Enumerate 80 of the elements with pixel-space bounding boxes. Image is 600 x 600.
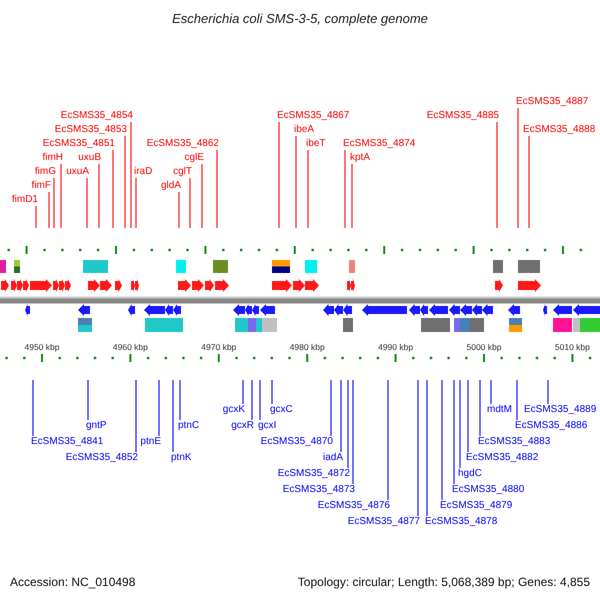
leader-line — [352, 380, 354, 484]
leader-line — [344, 150, 346, 228]
footer-text: Accession: NC_010498 — [10, 575, 136, 589]
scale-label: 5010 kbp — [554, 342, 590, 352]
gene-label: gcxK — [222, 404, 245, 416]
leader-line — [278, 122, 280, 228]
gene-label: EcSMS35_4889 — [524, 404, 596, 416]
leader-line — [32, 380, 34, 436]
scale-label: 4960 kbp — [112, 342, 148, 352]
gene-label: EcSMS35_4877 — [348, 516, 420, 528]
leader-line — [490, 380, 492, 404]
gene-label: gcxI — [258, 420, 276, 432]
leader-line — [60, 164, 62, 228]
gene-label: EcSMS35_4885 — [426, 110, 499, 122]
gene-label: EcSMS35_4852 — [66, 452, 138, 464]
gene-label: gcxC — [270, 404, 293, 416]
gene-label: EcSMS35_4880 — [452, 484, 524, 496]
gene-label: ptnK — [171, 452, 192, 464]
leader-line — [496, 122, 498, 228]
gene-label: fimG — [34, 166, 56, 178]
leader-line — [112, 150, 114, 228]
leader-line — [48, 192, 50, 228]
leader-line — [130, 122, 132, 228]
gene-label: fimF — [32, 180, 51, 192]
leader-line — [172, 380, 174, 452]
gene-label: EcSMS35_4854 — [60, 110, 133, 122]
leader-line — [98, 164, 100, 228]
leader-line — [124, 136, 126, 228]
leader-line — [242, 380, 244, 404]
gene-label: ibeA — [294, 124, 314, 136]
gene-label: EcSMS35_4876 — [318, 500, 390, 512]
gene-label: ibeT — [306, 138, 326, 150]
gene-label: uxuA — [66, 166, 89, 178]
gene-label: gldA — [160, 180, 181, 192]
gene-label: gntP — [86, 420, 107, 432]
gene-label: cglT — [173, 166, 192, 178]
footer-text: Topology: circular; Length: 5,068,389 bp; Genes: 4,855 — [298, 575, 590, 589]
gene-label: EcSMS35_4851 — [42, 138, 115, 150]
gene-label: fimH — [42, 152, 63, 164]
gene-label: mdtM — [487, 404, 512, 416]
diagram-title: Escherichia coli SMS-3-5, complete genome — [172, 10, 428, 26]
scale-label: 5000 kbp — [466, 342, 502, 352]
scale-label: 4950 kbp — [24, 342, 60, 352]
gene-label: EcSMS35_4879 — [440, 500, 512, 512]
gene-label: EcSMS35_4853 — [54, 124, 127, 136]
gene-label: EcSMS35_4882 — [466, 452, 538, 464]
gene-label: EcSMS35_4873 — [282, 484, 355, 496]
scale-label: 4990 kbp — [378, 342, 414, 352]
leader-line — [216, 150, 218, 228]
leader-line — [158, 380, 160, 436]
gene-label: cglE — [184, 152, 204, 164]
gene-label: EcSMS35_4888 — [523, 124, 596, 136]
leader-line — [86, 178, 88, 228]
leader-line — [528, 136, 530, 228]
gene-label: EcSMS35_4883 — [478, 436, 550, 448]
gene-label: EcSMS35_4867 — [277, 110, 350, 122]
scale-label: 4970 kbp — [201, 342, 236, 352]
gene-label: gcxR — [231, 420, 254, 432]
gene-label: EcSMS35_4862 — [146, 138, 219, 150]
gene-label: iadA — [322, 452, 343, 464]
gene-label: ptnC — [178, 420, 200, 432]
gene-label: uxuB — [78, 152, 101, 164]
gene-label: hgdC — [458, 468, 482, 480]
leader-line — [426, 380, 428, 516]
gene-label: EcSMS35_4886 — [515, 420, 588, 432]
gene-label: EcSMS35_4874 — [343, 138, 416, 150]
scale-label: 4980 kbp — [290, 342, 325, 352]
gene-label: iraD — [134, 166, 152, 178]
leader-line — [330, 380, 332, 436]
gene-label: EcSMS35_4870 — [260, 436, 333, 448]
leader-line — [178, 192, 180, 228]
leader-line — [340, 380, 342, 452]
gene-label: EcSMS35_4887 — [516, 96, 588, 108]
gene-label: ptnE — [140, 436, 161, 448]
gene-label: EcSMS35_4878 — [425, 516, 498, 528]
gene-label: EcSMS35_4841 — [31, 436, 104, 448]
gene-label: kptA — [350, 152, 370, 164]
leader-line — [516, 380, 518, 420]
gene-label: fimD1 — [12, 194, 38, 206]
gene-label: EcSMS35_4872 — [278, 468, 350, 480]
